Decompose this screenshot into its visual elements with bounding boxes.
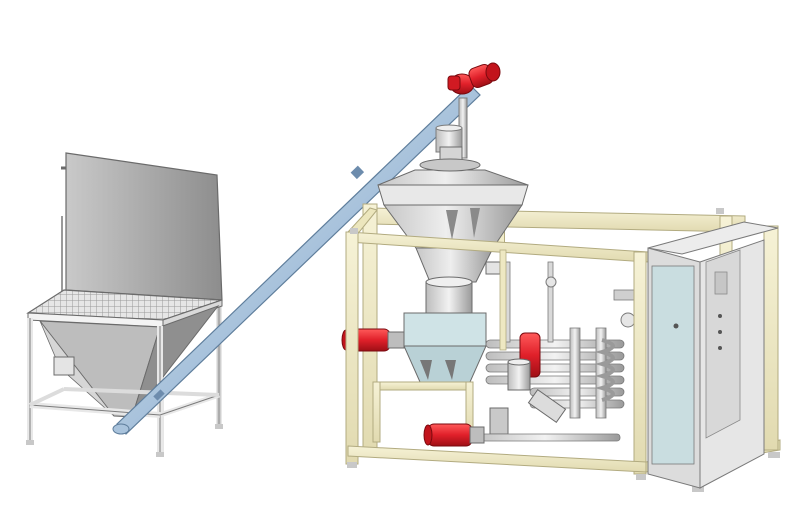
cabinet-panel [651,265,695,465]
control-cabinet [647,221,779,489]
hopper-assembly [26,152,223,457]
hopper-lid [65,152,223,301]
pump-motor-bottom [423,423,485,447]
internal-equipment [341,261,636,447]
conveyor-drive-motor [447,62,501,95]
